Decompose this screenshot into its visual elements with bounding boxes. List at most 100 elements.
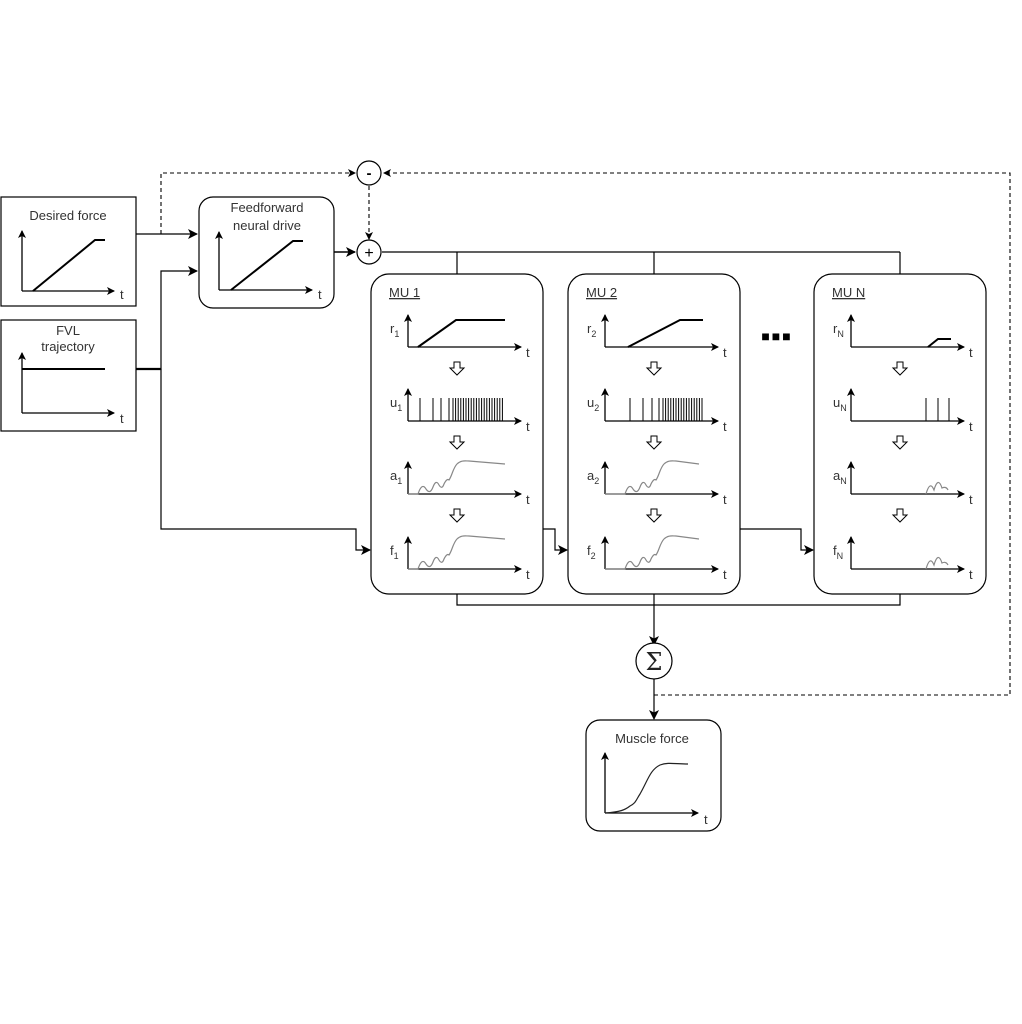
t-axis-label: t bbox=[969, 492, 973, 507]
muscle-force-block: Muscle force t bbox=[585, 719, 722, 832]
mu-signal-subscript: N bbox=[840, 403, 847, 413]
mu-f-plot: f1t bbox=[390, 535, 530, 582]
flow-down-arrow-icon bbox=[645, 435, 663, 450]
flow-down-arrow-icon bbox=[891, 508, 909, 523]
mu-r-label: r1 bbox=[390, 321, 399, 339]
muscle-force-title: Muscle force bbox=[615, 731, 689, 746]
t-axis-label: t bbox=[969, 419, 973, 434]
ellipsis-more-units: ■■■ bbox=[761, 328, 792, 344]
mu-signal-subscript: 2 bbox=[594, 476, 599, 486]
flow-down-arrow-icon bbox=[891, 361, 909, 376]
mu-signal-symbol: a bbox=[587, 468, 595, 483]
motor-unit-frame bbox=[813, 273, 987, 595]
t-axis-label: t bbox=[526, 419, 530, 434]
desired-to-minus-dashed-arrow bbox=[160, 169, 356, 234]
force-curve bbox=[408, 535, 506, 570]
activation-curve bbox=[925, 481, 949, 495]
t-axis-label: t bbox=[704, 812, 708, 827]
mu-signal-symbol: u bbox=[390, 395, 397, 410]
mu-f-label: fN bbox=[833, 543, 843, 561]
fvl-to-mun-arrow bbox=[740, 528, 814, 555]
flow-down-arrow-icon bbox=[448, 508, 466, 523]
mu-f-plot: fN t bbox=[833, 536, 973, 582]
feedback-dashed-arrow bbox=[383, 169, 1011, 696]
minus-operator: - bbox=[356, 160, 382, 186]
mu-signal-symbol: r bbox=[587, 321, 592, 336]
force-curve bbox=[925, 556, 949, 570]
mu-signal-subscript: 1 bbox=[394, 551, 399, 561]
mu-a-label: a2 bbox=[587, 468, 599, 486]
feedforward-title-line2: neural drive bbox=[233, 218, 301, 233]
mu-signal-symbol: a bbox=[390, 468, 398, 483]
mu-a-plot: a2 t bbox=[587, 460, 727, 507]
sum-operator: Σ bbox=[635, 642, 673, 680]
recruitment-curve bbox=[927, 338, 951, 348]
mu-signal-subscript: 1 bbox=[397, 476, 402, 486]
motor-unit-title: MU 2 bbox=[586, 285, 617, 300]
t-axis-label: t bbox=[526, 345, 530, 360]
t-axis-label: t bbox=[318, 287, 322, 302]
t-axis-label: t bbox=[969, 567, 973, 582]
mu-signal-symbol: u bbox=[587, 395, 594, 410]
fvl-title-line2: trajectory bbox=[41, 339, 95, 354]
t-axis-label: t bbox=[723, 419, 727, 434]
mu-u-plot: u2 t bbox=[587, 388, 727, 434]
fvl-to-mu2-arrow bbox=[543, 528, 568, 555]
mu-signal-subscript: 1 bbox=[394, 329, 399, 339]
fvl-title-line1: FVL bbox=[56, 323, 80, 338]
mu-signal-symbol: r bbox=[833, 321, 838, 336]
mu-f-label: f1 bbox=[390, 543, 399, 561]
minus-symbol: - bbox=[367, 165, 372, 182]
t-axis-label: t bbox=[969, 345, 973, 360]
mu-signal-symbol: f bbox=[390, 543, 394, 558]
mu-signal-subscript: 2 bbox=[594, 403, 599, 413]
mu-a-label: aN bbox=[833, 468, 847, 486]
mu-r-label: r2 bbox=[587, 321, 596, 339]
mu-r-label: rN bbox=[833, 321, 844, 339]
recruitment-curve bbox=[417, 319, 505, 348]
flow-down-arrow-icon bbox=[645, 508, 663, 523]
flow-down-arrow-icon bbox=[645, 361, 663, 376]
fvl-trajectory-block: FVL trajectory t bbox=[0, 319, 137, 432]
mu-a-plot: aN t bbox=[833, 461, 973, 507]
flow-down-arrow-icon bbox=[891, 435, 909, 450]
motor-unit-frame bbox=[567, 273, 741, 595]
force-curve bbox=[605, 535, 700, 570]
activation-curve bbox=[605, 460, 700, 495]
mu-a-label: a1 bbox=[390, 468, 402, 486]
mu-u-label: uN bbox=[833, 395, 847, 413]
mu-signal-symbol: r bbox=[390, 321, 395, 336]
fvl-to-feedforward-arrow bbox=[136, 266, 198, 370]
fvl-to-mu1-arrow bbox=[160, 369, 371, 555]
mu-f-plot: f2 t bbox=[587, 535, 727, 582]
mu-signal-subscript: 2 bbox=[591, 329, 596, 339]
plus-symbol: + bbox=[364, 245, 373, 262]
motor-unit-title: MU N bbox=[832, 285, 865, 300]
motor-unit-frame bbox=[370, 273, 544, 595]
mu-u-label: u2 bbox=[587, 395, 599, 413]
mu-signal-symbol: f bbox=[587, 543, 591, 558]
mu-r-plot: r1 t bbox=[390, 314, 530, 360]
mu-u-plot: u1 t bbox=[390, 388, 530, 434]
t-axis-label: t bbox=[723, 345, 727, 360]
t-axis-label: t bbox=[723, 567, 727, 582]
desired-force-plot: t bbox=[18, 230, 124, 302]
t-axis-label: t bbox=[120, 411, 124, 426]
mu-a-plot: a1 t bbox=[390, 460, 530, 507]
mu-f-label: f2 bbox=[587, 543, 596, 561]
t-axis-label: t bbox=[723, 492, 727, 507]
sigma-symbol: Σ bbox=[646, 648, 663, 676]
mu-signal-subscript: 1 bbox=[397, 403, 402, 413]
mu-r-plot: rN t bbox=[833, 314, 973, 360]
t-axis-label: t bbox=[526, 492, 530, 507]
activation-curve bbox=[408, 460, 506, 495]
flow-down-arrow-icon bbox=[448, 435, 466, 450]
flow-down-arrow-icon bbox=[448, 361, 466, 376]
mu-signal-subscript: N bbox=[840, 476, 847, 486]
mu-r-plot: r2 t bbox=[587, 314, 727, 360]
